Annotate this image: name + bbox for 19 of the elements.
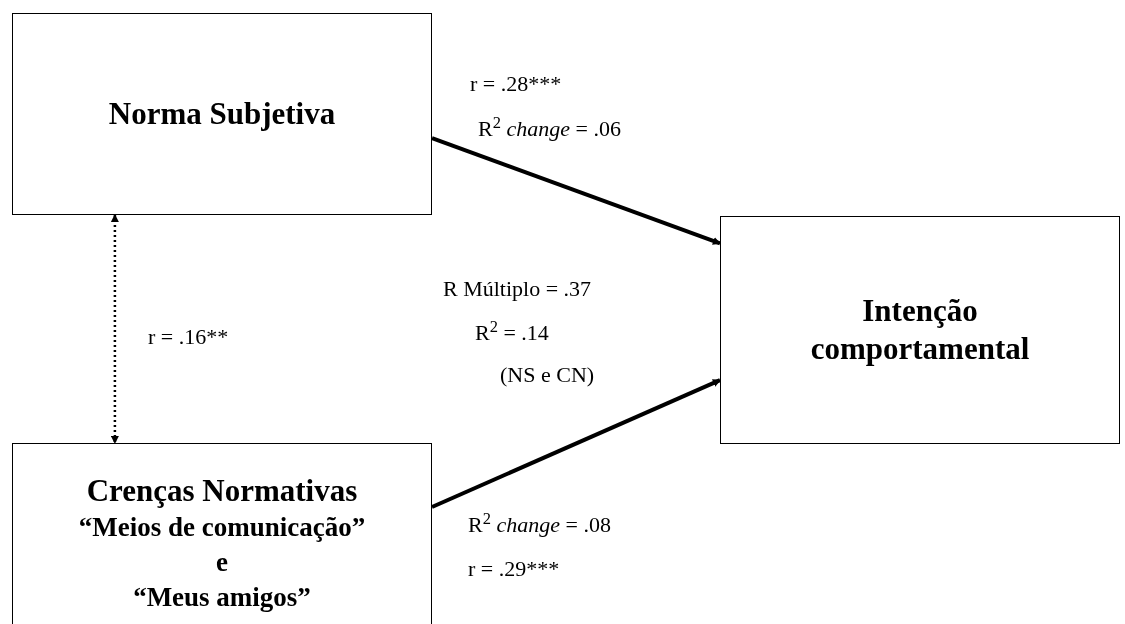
box-text: “Meus amigos” [133,580,311,614]
variable-box [12,13,432,215]
box-title: Norma Subjetiva [108,95,336,133]
statistic-label: r = .28*** [470,70,562,98]
box-text: “Meios de comunicação” [78,510,366,544]
statistic-label: R$^{2}$ change = .06 [478,112,621,143]
arrow [431,136,721,246]
statistic-label: R Múltiplo = .37 [443,275,592,303]
double-arrow [110,214,119,444]
variable-box [12,443,432,624]
arrow [431,378,721,509]
statistic-label: (NS e CN) [500,361,595,389]
statistic-label: R$^{2}$ = .14 [475,316,549,347]
statistic-label: r = .29*** [468,555,560,583]
box-text: e [216,545,228,579]
variable-box [720,216,1120,444]
statistic-label: R$^{2}$ change = .08 [468,508,611,539]
box-title: Intenção comportamental [809,292,1031,368]
box-title: Crenças Normativas [86,471,358,510]
